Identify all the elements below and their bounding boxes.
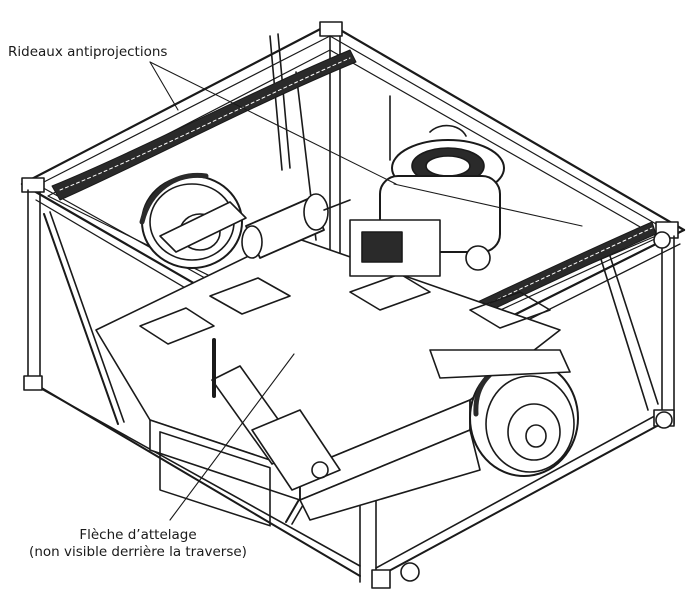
left-curtain xyxy=(51,49,357,201)
label-hitch-line2: (non visible derrière la traverse) xyxy=(29,544,247,560)
label-hitch-arm: Flèche d’attelage (non visible derrière … xyxy=(0,527,276,561)
right-wheel xyxy=(429,349,579,477)
label-hitch-line1: Flèche d’attelage xyxy=(79,527,197,543)
leader-lines xyxy=(149,61,583,521)
engine xyxy=(349,124,505,277)
left-wheel xyxy=(139,172,247,269)
frame-bottom-rails xyxy=(23,231,675,589)
mower-deck xyxy=(95,235,561,527)
drive-cylinder xyxy=(241,193,351,259)
label-curtains: Rideaux antiprojections xyxy=(8,44,168,60)
hitch-arm xyxy=(211,338,341,491)
